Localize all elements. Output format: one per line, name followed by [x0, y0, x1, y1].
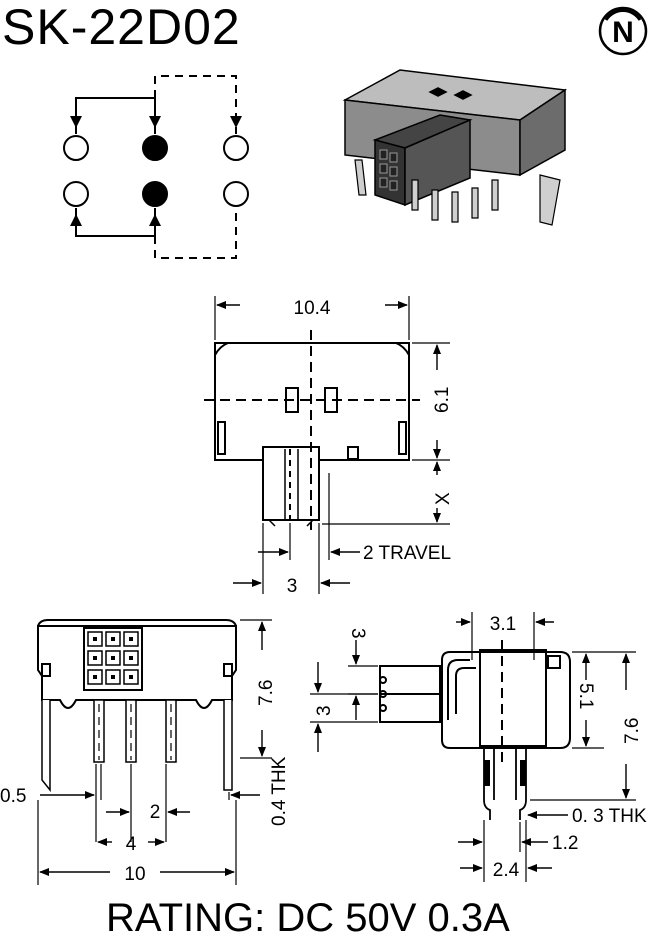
arrow-down-icon — [70, 116, 82, 128]
dim-span-label: 4 — [126, 834, 137, 855]
dim-overall-label: 10 — [124, 864, 145, 885]
dim-spacing-label: 2.4 — [493, 860, 520, 881]
front-view-drawing — [37, 619, 272, 885]
dim-height-label: 6.1 — [432, 387, 453, 413]
dim-slot-b-label: 3 — [314, 705, 335, 716]
dim-front-height-label: 7.6 — [256, 680, 277, 706]
side-view-drawing — [310, 612, 636, 882]
dim-front-thk-label: 0.4 THK — [269, 756, 290, 826]
dashed-connection-line — [154, 75, 237, 134]
contact-circle — [63, 181, 89, 207]
circuit-schematic — [63, 75, 249, 259]
contact-circle — [223, 135, 249, 161]
solid-connection-line — [75, 97, 156, 134]
model-title: SK-22D02 — [2, 0, 241, 55]
dim-actuator-width-label: 3 — [287, 576, 298, 597]
dim-pin-width-label: 0.5 — [0, 786, 26, 807]
arrow-up-icon — [70, 214, 82, 226]
logo-letter: N — [612, 16, 634, 49]
rating-text: RATING: DC 50V 0.3A — [106, 896, 510, 940]
top-view-drawing — [204, 296, 450, 594]
dim-width-label: 10.4 — [294, 298, 331, 319]
dim-actuator-length-label: X — [433, 492, 454, 505]
brand-logo-icon: N — [598, 6, 648, 56]
dim-side-top-label: 3.1 — [490, 614, 516, 635]
dim-slot-a-label: 3 — [347, 628, 368, 639]
switch-3d-illustration — [342, 69, 568, 226]
dim-body-height-label: 5.1 — [575, 683, 596, 709]
contact-circle — [223, 181, 249, 207]
common-contact-dot — [142, 181, 168, 207]
dim-offset-label: 1.2 — [552, 833, 578, 854]
common-contact-dot — [142, 135, 168, 161]
dim-pitch-label: 2 — [150, 802, 161, 823]
arrow-down-icon — [230, 116, 242, 128]
dim-total-height-label: 7.6 — [622, 718, 643, 744]
dashed-connection-line — [154, 208, 237, 259]
dim-travel-label: 2 TRAVEL — [363, 543, 451, 564]
arrow-up-icon — [149, 214, 161, 226]
side-view-body — [441, 651, 571, 749]
solid-connection-line — [75, 208, 156, 237]
contact-circle — [63, 135, 89, 161]
dim-side-thk-label: 0. 3 THK — [572, 806, 647, 827]
arrow-down-icon — [149, 116, 161, 128]
